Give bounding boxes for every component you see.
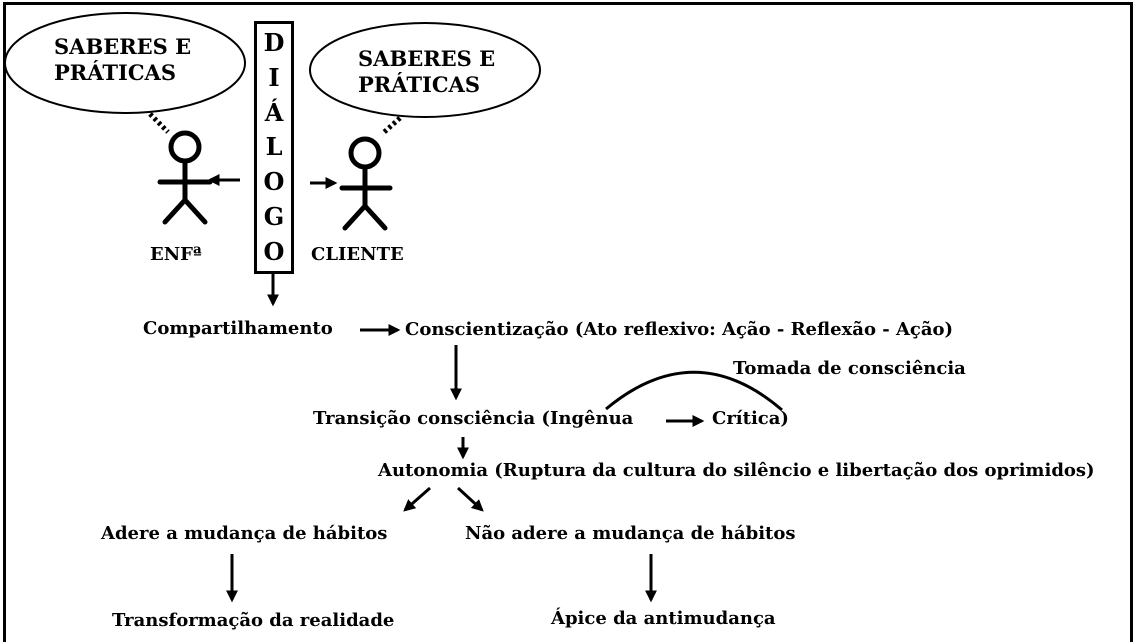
dialogue-letter: D: [263, 28, 285, 58]
dialogue-box: D I Á L O G O: [254, 21, 294, 274]
adheres-text: Adere a mudança de hábitos: [101, 523, 388, 544]
awareness-taking-text: Tomada de consciência: [733, 358, 966, 379]
autonomy-text: Autonomia (Ruptura da cultura do silênci…: [378, 460, 1095, 481]
right-bubble-text: SABERES E PRÁTICAS: [358, 46, 495, 98]
client-figure-icon: [339, 136, 393, 231]
right-bubble-line2: PRÁTICAS: [358, 72, 481, 97]
transition-text: Transição consciência (Ingênua: [313, 408, 634, 429]
arrow-autonomy-not-adheres-icon: [456, 486, 484, 512]
apex-text: Ápice da antimudança: [551, 608, 776, 629]
transformation-text: Transformação da realidade: [112, 610, 395, 631]
arrow-autonomy-adheres-icon: [403, 486, 431, 512]
left-bubble-text: SABERES E PRÁTICAS: [54, 34, 191, 86]
dialogue-letter: O: [263, 167, 285, 197]
awareness-taking-curve: [605, 370, 783, 412]
dialogue-letter: G: [263, 201, 285, 231]
critical-text: Crítica): [712, 408, 789, 429]
right-thought-dots: [380, 116, 402, 136]
sharing-text: Compartilhamento: [143, 318, 333, 339]
dialogue-letter: Á: [264, 97, 284, 127]
left-bubble-line1: SABERES E: [54, 34, 192, 59]
not-adheres-text: Não adere a mudança de hábitos: [465, 523, 796, 544]
dialogue-letter: I: [268, 63, 280, 93]
awareness-text: Conscientização (Ato reflexivo: Ação - R…: [405, 319, 954, 340]
client-label: CLIENTE: [311, 244, 404, 265]
right-bubble-line1: SABERES E: [358, 46, 496, 71]
right-bubble-outline: [309, 22, 541, 118]
left-thought-dots: [148, 112, 170, 134]
dialogue-letter: L: [265, 132, 283, 162]
dialogue-letter: O: [263, 236, 285, 266]
diagram-frame: [3, 2, 1133, 642]
left-bubble-outline: [4, 12, 246, 114]
nurse-label: ENFª: [150, 244, 202, 265]
nurse-figure-icon: [157, 130, 213, 225]
left-bubble-line2: PRÁTICAS: [54, 60, 177, 85]
